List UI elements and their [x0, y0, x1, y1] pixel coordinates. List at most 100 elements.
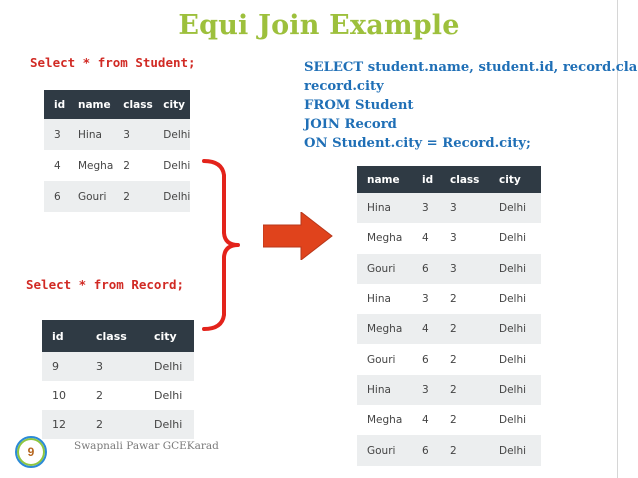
brace-icon: [202, 159, 240, 331]
table-cell: 3: [412, 283, 440, 315]
footer-author: Swapnali Pawar GCEKarad: [74, 440, 219, 452]
table-row: Hina 3 3 Delhi: [357, 193, 541, 224]
table-row: 6 Gouri 2 Delhi: [44, 181, 191, 212]
column-header: id: [42, 320, 86, 352]
result-table: name id class city Hina 3 3 Delhi Megha …: [357, 166, 541, 466]
record-query: Select * from Record;: [26, 277, 185, 292]
table-cell: Delhi: [153, 150, 191, 181]
table-cell: 6: [412, 435, 440, 466]
table-cell: 2: [440, 435, 489, 466]
table-header-row: id class city: [42, 320, 194, 352]
slide-border-line: [617, 0, 618, 478]
table-cell: Gouri: [357, 435, 412, 466]
table-cell: Hina: [68, 119, 114, 150]
table-cell: 12: [42, 410, 86, 439]
table-row: 9 3 Delhi: [42, 352, 194, 381]
table-cell: Megha: [357, 223, 412, 254]
table-row: Hina 3 2 Delhi: [357, 374, 541, 406]
table-cell: Gouri: [68, 181, 114, 212]
table-cell: Delhi: [144, 410, 194, 439]
table-cell: 4: [44, 150, 68, 181]
table-cell: Gouri: [357, 344, 412, 375]
column-header: city: [153, 90, 191, 119]
table-cell: 3: [412, 193, 440, 224]
record-table: id class city 9 3 Delhi 10 2 Delhi 12 2 …: [42, 320, 194, 439]
table-cell: 2: [440, 283, 489, 315]
table-cell: Delhi: [489, 253, 541, 284]
table-cell: 2: [113, 181, 154, 212]
column-header: city: [489, 166, 541, 193]
table-cell: 4: [412, 314, 440, 345]
table-cell: 6: [412, 344, 440, 375]
table-cell: Delhi: [489, 223, 541, 254]
table-cell: 3: [86, 352, 144, 381]
sql-line: JOIN Record: [304, 117, 397, 132]
table-cell: 3: [440, 253, 489, 284]
table-cell: Delhi: [144, 381, 194, 410]
column-header: id: [412, 166, 440, 193]
table-row: Megha 4 3 Delhi: [357, 223, 541, 254]
table-cell: 4: [412, 223, 440, 254]
table-cell: Gouri: [357, 253, 412, 284]
table-header-row: id name class city: [44, 90, 191, 119]
table-header-row: name id class city: [357, 166, 541, 193]
table-cell: 3: [412, 374, 440, 406]
column-header: id: [44, 90, 68, 119]
table-cell: Delhi: [489, 283, 541, 315]
table-row: Gouri 6 2 Delhi: [357, 344, 541, 375]
table-cell: 9: [42, 352, 86, 381]
sql-line: SELECT student.name, student.id, record.…: [304, 60, 638, 75]
table-cell: Delhi: [489, 314, 541, 345]
table-cell: 4: [412, 405, 440, 436]
table-cell: 2: [86, 410, 144, 439]
table-cell: 2: [440, 314, 489, 345]
column-header: name: [357, 166, 412, 193]
table-cell: Delhi: [144, 352, 194, 381]
table-cell: 3: [440, 223, 489, 254]
table-cell: Hina: [357, 283, 412, 315]
table-cell: 6: [44, 181, 68, 212]
student-table: id name class city 3 Hina 3 Delhi 4 Megh…: [44, 90, 191, 212]
table-cell: 2: [86, 381, 144, 410]
table-cell: Delhi: [489, 405, 541, 436]
page-number-badge: 9: [15, 436, 47, 468]
table-row: 3 Hina 3 Delhi: [44, 119, 191, 150]
column-header: city: [144, 320, 194, 352]
table-cell: 3: [113, 119, 154, 150]
table-cell: Hina: [357, 193, 412, 224]
column-header: name: [68, 90, 114, 119]
student-query: Select * from Student;: [30, 55, 196, 70]
join-sql-query: SELECT student.name, student.id, record.…: [304, 58, 638, 153]
table-cell: Delhi: [489, 344, 541, 375]
table-cell: Megha: [357, 405, 412, 436]
table-cell: 10: [42, 381, 86, 410]
column-header: class: [440, 166, 489, 193]
table-cell: 2: [440, 405, 489, 436]
table-cell: 2: [440, 374, 489, 406]
table-row: Gouri 6 2 Delhi: [357, 435, 541, 466]
table-cell: Delhi: [153, 181, 191, 212]
sql-line: record.city: [304, 79, 384, 94]
table-cell: 2: [440, 344, 489, 375]
table-cell: Hina: [357, 374, 412, 406]
table-cell: Delhi: [489, 374, 541, 406]
table-cell: 3: [440, 193, 489, 224]
table-cell: 2: [113, 150, 154, 181]
sql-line: FROM Student: [304, 98, 414, 113]
column-header: class: [113, 90, 154, 119]
table-row: Megha 4 2 Delhi: [357, 405, 541, 436]
table-cell: 6: [412, 253, 440, 284]
table-cell: Megha: [68, 150, 114, 181]
sql-line: ON Student.city = Record.city;: [304, 136, 531, 151]
right-arrow-icon: [263, 212, 333, 260]
table-row: Gouri 6 3 Delhi: [357, 253, 541, 284]
slide-title: Equi Join Example: [178, 10, 460, 41]
table-cell: Megha: [357, 314, 412, 345]
column-header: class: [86, 320, 144, 352]
table-row: 10 2 Delhi: [42, 381, 194, 410]
table-cell: Delhi: [153, 119, 191, 150]
table-row: 4 Megha 2 Delhi: [44, 150, 191, 181]
page-number: 9: [27, 445, 35, 459]
table-cell: 3: [44, 119, 68, 150]
